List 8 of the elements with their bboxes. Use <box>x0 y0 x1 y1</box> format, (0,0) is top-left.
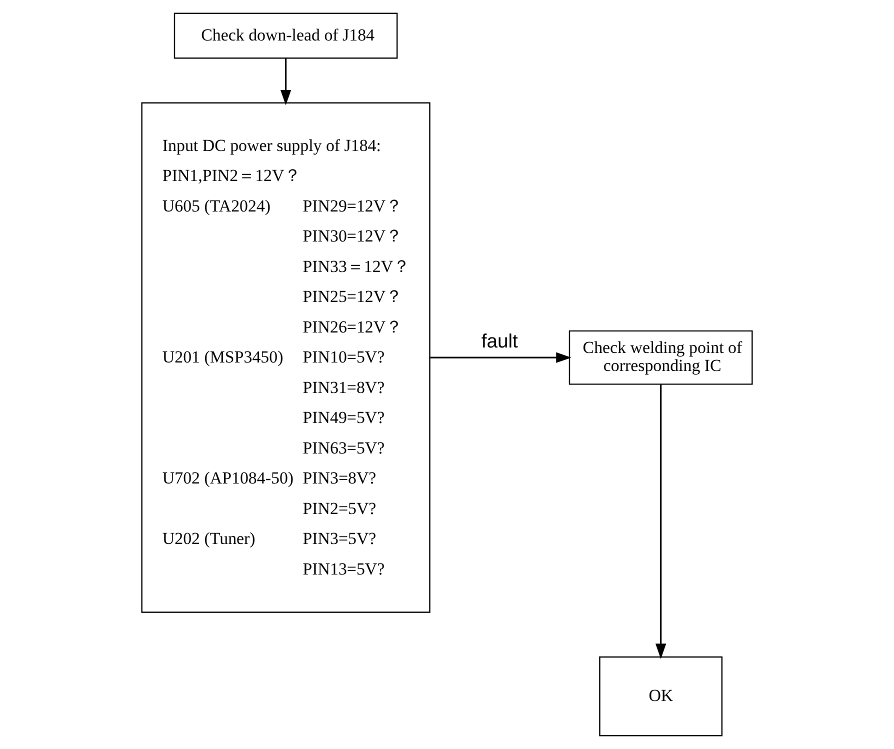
node-box: Check welding point of corresponding IC <box>568 330 753 385</box>
arrow <box>280 58 292 106</box>
edge-label: fault <box>481 330 518 353</box>
node-box: OK <box>599 656 723 736</box>
arrow <box>430 352 572 363</box>
arrow <box>655 384 666 659</box>
node-box: Input DC power supply of J184: PIN1,PIN2＝12V？ U605 (TA2024) PIN29=12V？ PIN30=12V？ PIN33＝12V？ PIN25=12V？ PIN26=12V？ U201 (MSP3450) PIN10=5V? PIN31=8V? PIN49=5V? PIN63=5V? U702 (AP1084-50) PIN3=8V? PIN2=5V? U202 (Tuner) PIN3=5V? PIN13=5V? <box>141 102 430 613</box>
node-box: Check down-lead of J184 <box>174 12 398 59</box>
